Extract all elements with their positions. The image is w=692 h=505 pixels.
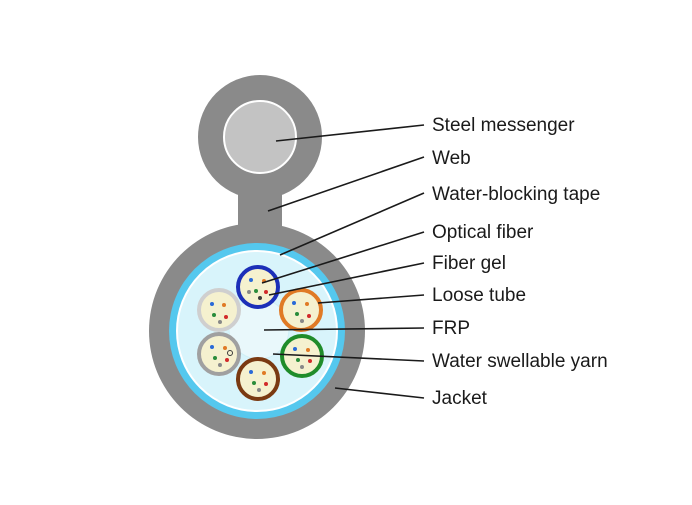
label-steel-messenger: Steel messenger bbox=[432, 115, 575, 136]
leader-lines bbox=[261, 124, 425, 399]
label-water-swellable-yarn: Water swellable yarn bbox=[432, 351, 608, 372]
leader-fiber-gel bbox=[268, 262, 425, 296]
label-loose-tube: Loose tube bbox=[432, 285, 526, 306]
label-frp: FRP bbox=[432, 318, 470, 339]
leader-water-blocking-tape bbox=[279, 192, 425, 256]
loose-tube-gray bbox=[197, 332, 241, 376]
loose-tube-blue bbox=[236, 265, 280, 309]
loose-tube-orange bbox=[279, 288, 323, 332]
label-water-blocking-tape: Water-blocking tape bbox=[432, 184, 600, 205]
label-fiber-gel: Fiber gel bbox=[432, 253, 506, 274]
leader-steel-messenger bbox=[275, 124, 425, 142]
leader-web bbox=[267, 156, 425, 212]
label-optical-fiber: Optical fiber bbox=[432, 222, 534, 243]
steel-messenger bbox=[223, 100, 297, 174]
label-web: Web bbox=[432, 148, 471, 169]
leader-jacket bbox=[334, 387, 425, 399]
loose-tube-brown bbox=[236, 357, 280, 401]
loose-tube-light-gray bbox=[197, 288, 241, 332]
leader-optical-fiber bbox=[261, 231, 425, 284]
leader-frp bbox=[263, 327, 425, 331]
label-jacket: Jacket bbox=[432, 388, 488, 409]
leader-loose-tube bbox=[317, 294, 425, 304]
leader-water-swellable-yarn bbox=[272, 353, 425, 362]
